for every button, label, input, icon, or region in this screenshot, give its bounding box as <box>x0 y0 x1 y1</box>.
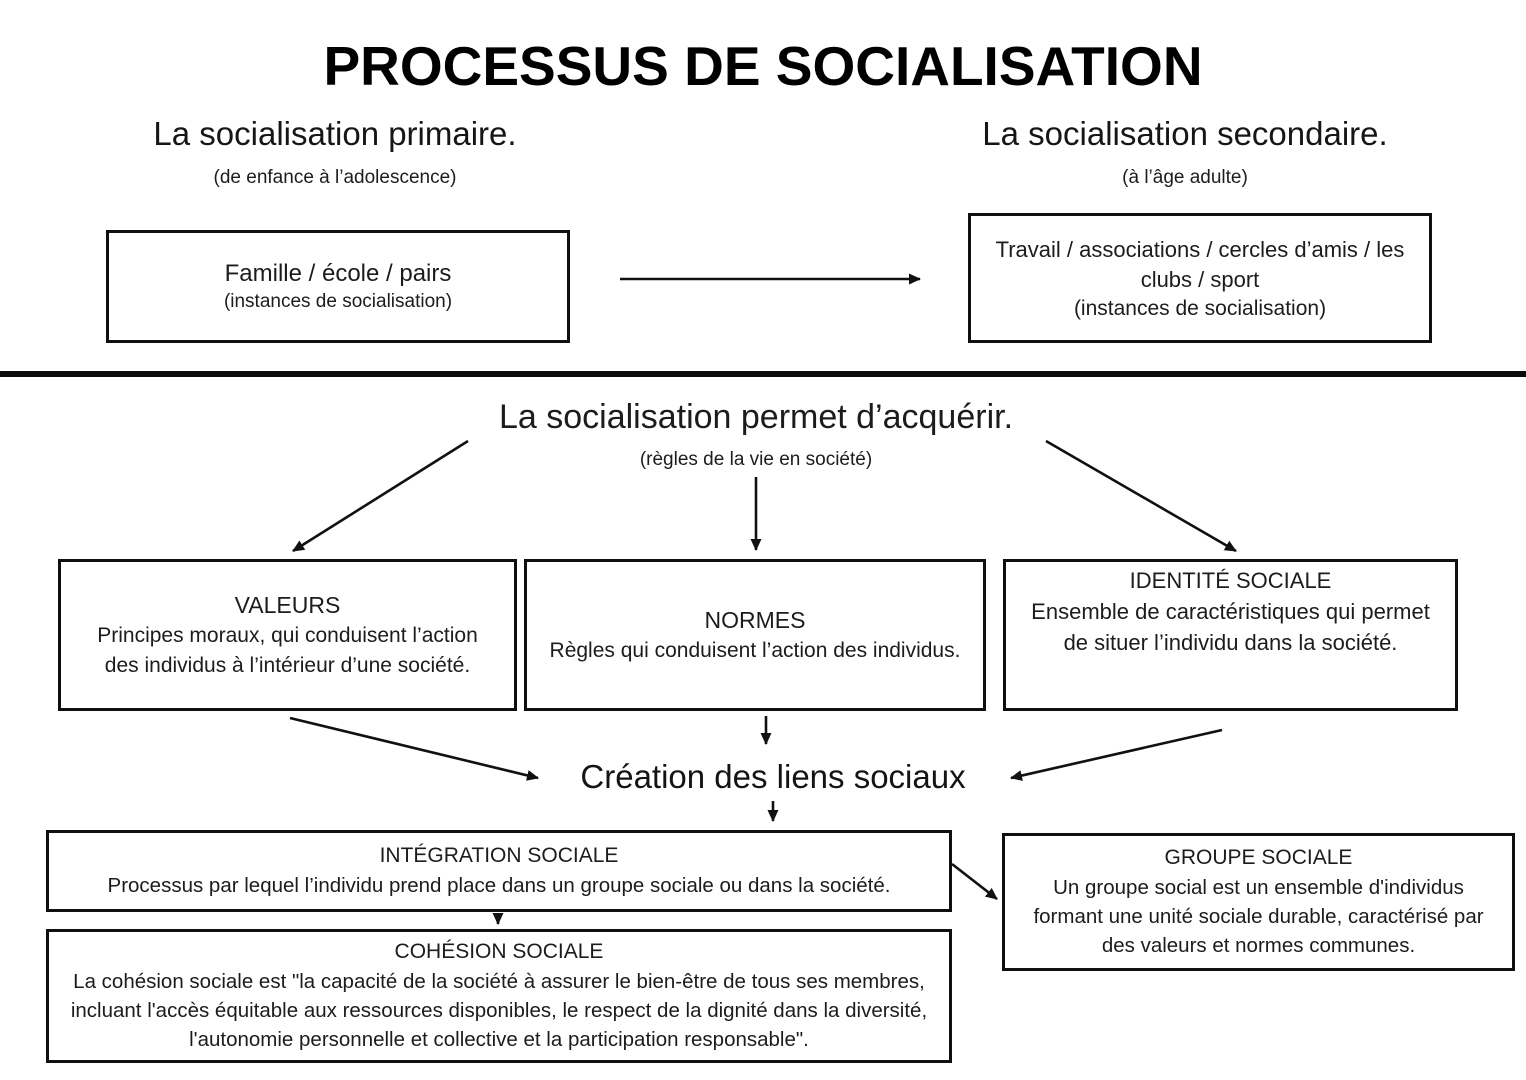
groupe-title: GROUPE SOCIALE <box>1164 846 1353 870</box>
cohesion-body: La cohésion sociale est "la capacité de … <box>70 969 928 1051</box>
normes-box: NORMES Règles qui conduisent l’action de… <box>524 559 986 711</box>
acquisition-heading: La socialisation permet d’acquérir. <box>498 398 1014 436</box>
secondary-instances-label: Travail / associations / cercles d’amis … <box>995 236 1405 292</box>
primary-instances-box: Famille / école / pairs (instances de so… <box>106 230 570 343</box>
creation-liens-label: Création des liens sociaux <box>580 758 966 795</box>
normes-title: NORMES <box>704 606 806 633</box>
primary-instances-label: Famille / école / pairs <box>224 260 452 287</box>
identite-title: IDENTITÉ SOCIALE <box>1129 568 1332 593</box>
arrow-acquisition-to-identite <box>1045 439 1237 553</box>
identite-body: Ensemble de caractéristiques qui permet … <box>1031 598 1430 655</box>
page-title: PROCESSUS DE SOCIALISATION <box>323 35 1203 97</box>
primary-heading: La socialisation primaire. <box>153 115 517 152</box>
valeurs-title: VALEURS <box>234 591 341 618</box>
integration-box: INTÉGRATION SOCIALE Processus par lequel… <box>46 830 952 912</box>
secondary-instances-note: (instances de socialisation) <box>1073 297 1327 321</box>
valeurs-body: Principes moraux, qui conduisent l’actio… <box>97 623 478 677</box>
primary-subheading: (de enfance à l’adolescence) <box>213 167 457 188</box>
groupe-box: GROUPE SOCIALE Un groupe social est un e… <box>1002 833 1515 971</box>
secondary-subheading: (à l’âge adulte) <box>1122 167 1248 188</box>
arrow-integration-to-groupe <box>951 862 998 901</box>
integration-title: INTÉGRATION SOCIALE <box>379 844 619 868</box>
acquisition-subheading: (règles de la vie en société) <box>639 449 873 470</box>
groupe-body: Un groupe social est un ensemble d'indiv… <box>1033 875 1484 957</box>
secondary-heading: La socialisation secondaire. <box>982 115 1388 152</box>
cohesion-title: COHÉSION SOCIALE <box>394 940 604 964</box>
normes-body: Règles qui conduisent l’action des indiv… <box>549 638 961 662</box>
arrow-acquisition-to-valeurs <box>292 439 469 553</box>
section-divider <box>0 371 1526 377</box>
cohesion-box: COHÉSION SOCIALE La cohésion sociale est… <box>46 929 952 1063</box>
secondary-instances-box: Travail / associations / cercles d’amis … <box>968 213 1432 343</box>
primary-instances-note: (instances de socialisation) <box>223 291 453 312</box>
integration-body: Processus par lequel l’individu prend pl… <box>107 873 891 897</box>
valeurs-box: VALEURS Principes moraux, qui conduisent… <box>58 559 517 711</box>
identite-box: IDENTITÉ SOCIALE Ensemble de caractérist… <box>1003 559 1458 711</box>
